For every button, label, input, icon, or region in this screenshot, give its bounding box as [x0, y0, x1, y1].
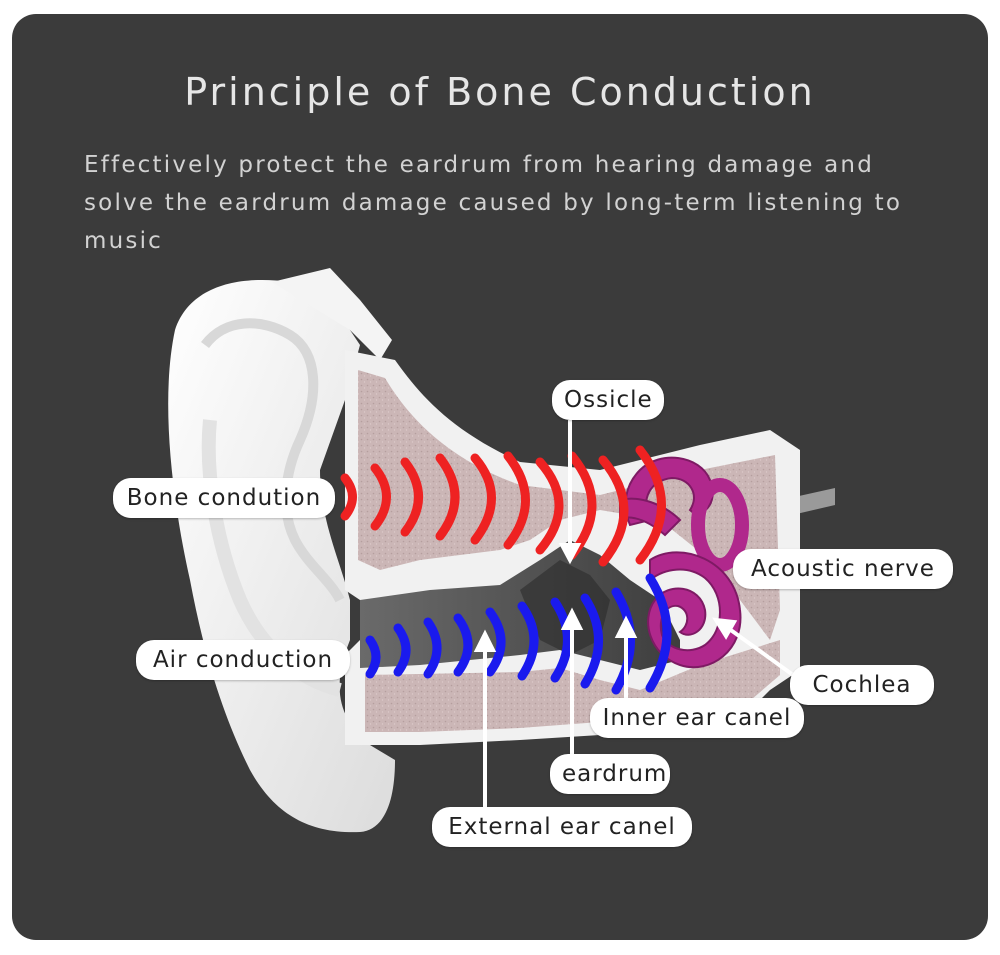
page-title: Principle of Bone Conduction [184, 70, 816, 114]
air-wave [423, 617, 442, 679]
air-wave [453, 613, 473, 677]
bone-wave [598, 455, 629, 567]
label-acoustic-nerve: Acoustic nerve [733, 549, 953, 589]
bone-wave [400, 457, 423, 537]
bone-wave [435, 453, 460, 541]
pointer-lines [473, 420, 802, 810]
label-air-conduction: Air conduction [136, 640, 350, 680]
bone-wave [535, 457, 564, 555]
bone-wave [370, 463, 391, 531]
air-wave [645, 573, 672, 693]
label-ossicle: Ossicle [552, 380, 664, 420]
cochlea-pointer [726, 626, 802, 682]
bone-wave [470, 453, 496, 545]
bone-wave [635, 445, 666, 565]
label-inner-ear-canal: Inner ear canel [590, 698, 804, 738]
bone-conduction-waves [340, 445, 666, 567]
label-external-ear-canal: External ear canel [432, 807, 692, 847]
bone-wave [503, 451, 530, 550]
headphone-band [272, 268, 392, 360]
air-conduction-waves [365, 573, 672, 695]
air-wave [611, 587, 635, 695]
label-eardrum: eardrum [550, 754, 670, 794]
bone-wave [340, 473, 357, 521]
label-bone-conduction: Bone condution [113, 478, 335, 518]
inner-ear-cochlea [619, 456, 749, 669]
ear-helix-inner [200, 318, 345, 603]
air-wave [517, 601, 539, 681]
air-wave [550, 597, 572, 683]
page-subtitle: Effectively protect the eardrum from hea… [84, 152, 903, 254]
air-wave [393, 623, 411, 677]
air-wave [580, 593, 603, 689]
air-wave [365, 635, 381, 679]
label-cochlea: Cochlea [790, 665, 934, 705]
air-wave [485, 607, 506, 677]
